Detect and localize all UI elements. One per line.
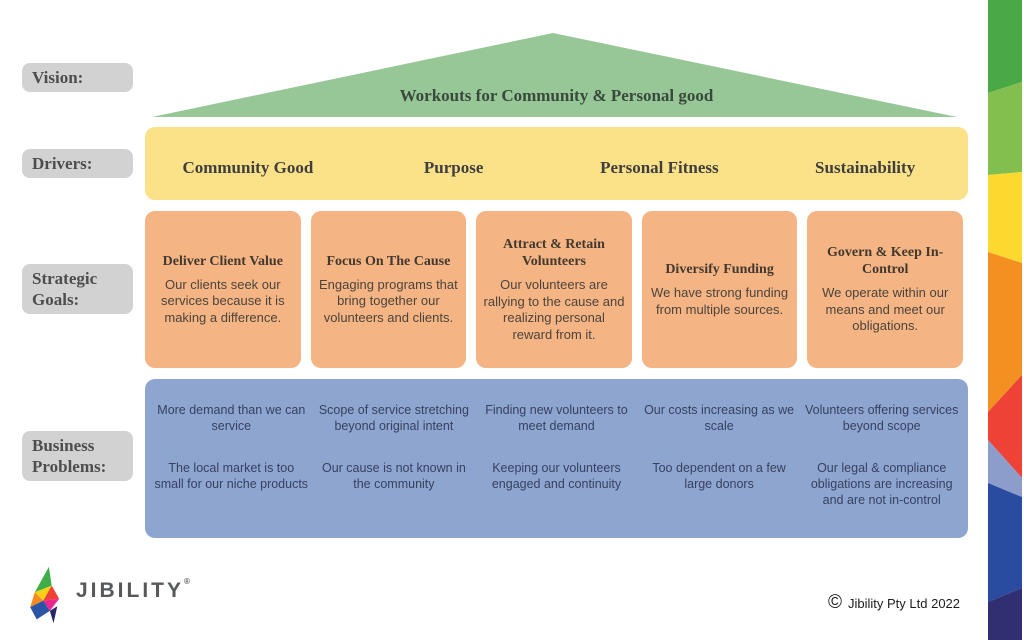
row-label-strategic-goals: Strategic Goals: — [22, 264, 133, 314]
goal-description: We operate within our means and meet our… — [822, 285, 949, 334]
goal-description: Our volunteers are rallying to the cause… — [483, 277, 625, 342]
driver-personal-fitness: Personal Fitness — [600, 157, 719, 177]
driver-purpose: Purpose — [423, 157, 484, 177]
goal-title: Focus On The Cause — [326, 253, 451, 269]
problem-column-3: Finding new volunteers to meet demand Ke… — [478, 402, 635, 538]
brand-logo: JIBILITY® — [28, 566, 190, 624]
goal-description: Engaging programs that bring together ou… — [319, 276, 458, 325]
problem-column-1: More demand than we can service The loca… — [153, 402, 310, 538]
problem-item: Our cause is not known in the community — [321, 461, 466, 491]
goal-card-deliver-client-value: Deliver Client Value Our clients seek ou… — [145, 211, 301, 368]
problem-item: Our legal & compliance obligations are i… — [810, 461, 953, 507]
goal-title: Deliver Client Value — [162, 253, 283, 269]
goal-description: Our clients seek our services because it… — [161, 276, 285, 325]
copyright-icon: © — [828, 592, 842, 613]
vision-roof: Workouts for Community & Personal good — [145, 33, 968, 117]
problem-item: Our costs increasing as we scale — [644, 403, 795, 433]
problem-column-5: Volunteers offering services beyond scop… — [803, 402, 960, 538]
row-label-business-problems: Business Problems: — [22, 431, 133, 481]
brand-wordmark: JIBILITY® — [76, 577, 190, 602]
problem-item: Scope of service stretching beyond origi… — [318, 403, 469, 433]
goal-title: Attract & Retain Volunteers — [503, 237, 605, 269]
problem-item: Finding new volunteers to meet demand — [485, 403, 628, 433]
driver-community-good: Community Good — [182, 157, 314, 177]
goal-description: We have strong funding from multiple sou… — [651, 285, 789, 317]
row-label-drivers: Drivers: — [22, 149, 133, 178]
goal-title: Diversify Funding — [665, 262, 774, 277]
business-problems-band: More demand than we can service The loca… — [145, 379, 968, 538]
drivers-band: Community Good Purpose Personal Fitness … — [145, 127, 968, 200]
copyright-text: Jibility Pty Ltd 2022 — [848, 595, 961, 611]
problem-column-2: Scope of service stretching beyond origi… — [316, 402, 473, 538]
vision-statement: Workouts for Community & Personal good — [399, 86, 714, 105]
jibility-logo-icon — [30, 566, 60, 624]
strategic-goals-row: Deliver Client Value Our clients seek ou… — [145, 211, 963, 368]
copyright: © Jibility Pty Ltd 2022 — [828, 593, 960, 613]
goal-card-diversify-funding: Diversify Funding We have strong funding… — [641, 211, 798, 368]
driver-sustainability: Sustainability — [815, 157, 916, 177]
problem-item: Volunteers offering services beyond scop… — [805, 403, 959, 433]
goal-card-govern-keep-in-control: Govern & Keep In-Control We operate with… — [807, 211, 963, 368]
goal-card-focus-on-the-cause: Focus On The Cause Engaging programs tha… — [310, 211, 467, 368]
problem-item: Keeping our volunteers engaged and conti… — [491, 461, 622, 491]
goal-title: Govern & Keep In-Control — [827, 245, 944, 278]
registered-trademark-icon: ® — [184, 577, 190, 586]
rainbow-edge-strip — [988, 0, 1022, 640]
problem-column-4: Our costs increasing as we scale Too dep… — [641, 402, 798, 538]
roof-triangle — [152, 33, 957, 117]
row-label-vision: Vision: — [22, 63, 133, 92]
problem-item: Too dependent on a few large donors — [652, 461, 786, 491]
goal-card-attract-retain-volunteers: Attract & Retain Volunteers Our voluntee… — [476, 211, 632, 368]
problem-item: The local market is too small for our ni… — [154, 461, 309, 491]
problem-item: More demand than we can service — [157, 403, 306, 433]
